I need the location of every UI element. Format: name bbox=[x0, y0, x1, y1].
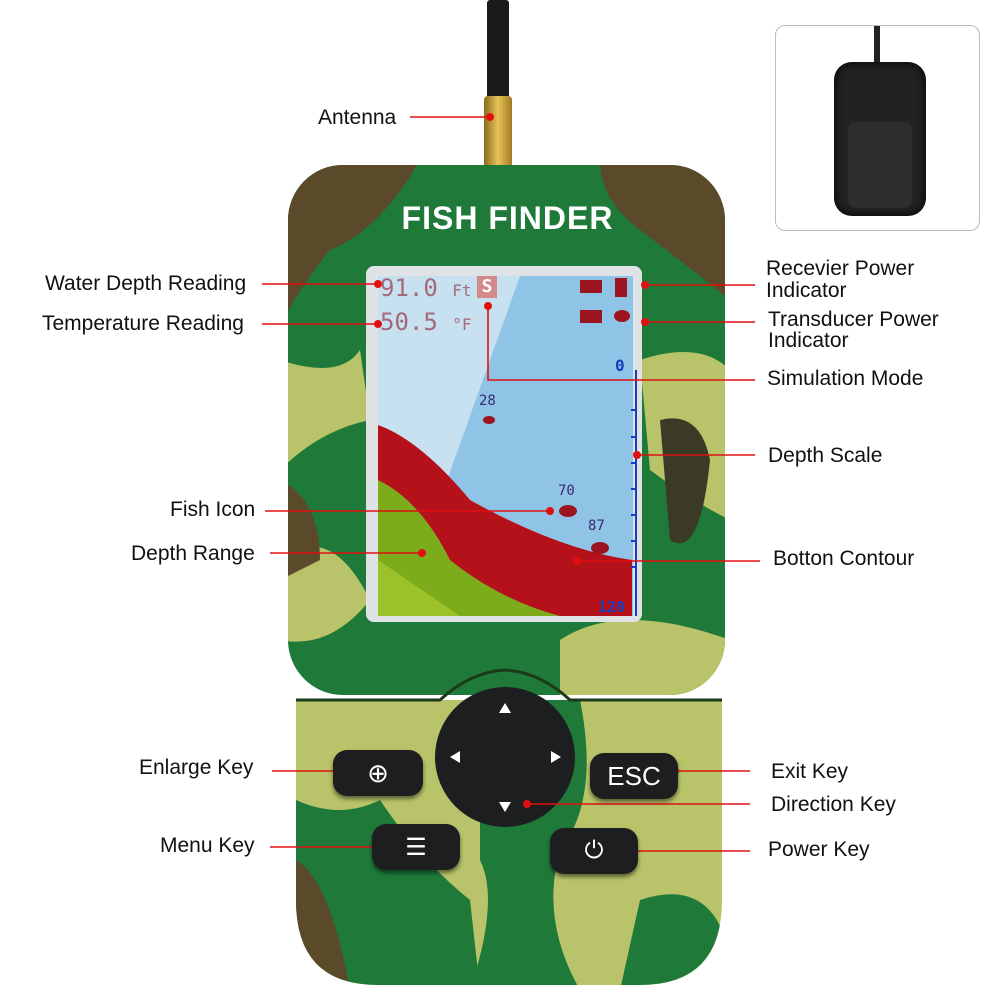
power-icon: ⏻ bbox=[584, 837, 604, 864]
label-temperature: Temperature Reading bbox=[42, 312, 244, 335]
depth-value: 91.0 bbox=[380, 274, 438, 302]
receiver-battery-icon bbox=[580, 280, 602, 293]
device-title: FISH FINDER bbox=[401, 200, 614, 236]
label-simulation: Simulation Mode bbox=[767, 367, 924, 390]
enlarge-key[interactable]: ⊕ bbox=[333, 750, 423, 796]
menu-icon: ☰ bbox=[405, 833, 427, 861]
esc-label: ESC bbox=[607, 760, 661, 791]
label-receiver-line1: Recevier Power bbox=[766, 257, 915, 280]
depth-scale-top: 0 bbox=[615, 356, 625, 375]
receiver-icon bbox=[615, 278, 627, 297]
antenna bbox=[487, 0, 509, 100]
label-receiver-line2: Indicator bbox=[766, 279, 847, 302]
label-transducer-line1: Transducer Power bbox=[768, 308, 939, 331]
right-arrow-icon bbox=[551, 751, 561, 763]
label-fish-icon: Fish Icon bbox=[170, 498, 256, 521]
label-depth-range: Depth Range bbox=[131, 542, 255, 565]
label-exit: Exit Key bbox=[771, 760, 849, 783]
zoom-in-icon: ⊕ bbox=[367, 757, 389, 788]
transducer-icon bbox=[614, 310, 630, 322]
transducer-plate bbox=[848, 122, 912, 208]
transducer-inset bbox=[775, 25, 980, 231]
transducer-battery-icon bbox=[580, 310, 602, 323]
label-direction: Direction Key bbox=[771, 793, 896, 816]
depth-unit: Ft bbox=[452, 281, 472, 300]
depth-scale-bottom: 120 bbox=[598, 598, 626, 616]
transducer-cable bbox=[874, 26, 880, 66]
antenna-connector bbox=[484, 96, 512, 170]
left-arrow-icon bbox=[450, 751, 460, 763]
fish-depth: 70 bbox=[558, 483, 575, 499]
label-antenna: Antenna bbox=[318, 106, 397, 129]
esc-key[interactable]: ESC bbox=[590, 753, 678, 799]
label-water-depth: Water Depth Reading bbox=[45, 272, 247, 295]
label-bottom-contour: Botton Contour bbox=[773, 547, 915, 570]
fish-icon bbox=[483, 416, 495, 424]
down-arrow-icon bbox=[499, 802, 511, 812]
label-depth-scale: Depth Scale bbox=[768, 444, 883, 467]
fish-icons bbox=[483, 416, 609, 554]
label-transducer-line2: Indicator bbox=[768, 329, 849, 352]
fish-icon bbox=[559, 505, 577, 517]
label-menu: Menu Key bbox=[160, 834, 255, 857]
fish-icon bbox=[591, 542, 609, 554]
direction-pad bbox=[435, 687, 575, 827]
fish-depth: 87 bbox=[588, 518, 605, 534]
depth-reading: 91.0 Ft bbox=[380, 274, 472, 302]
label-enlarge: Enlarge Key bbox=[139, 756, 254, 779]
temp-value: 50.5 bbox=[380, 308, 438, 336]
fish-depth: 28 bbox=[479, 393, 496, 409]
simulation-badge: S bbox=[477, 276, 497, 298]
up-arrow-icon bbox=[499, 703, 511, 713]
menu-key[interactable]: ☰ bbox=[372, 824, 460, 870]
temp-unit: °F bbox=[452, 315, 472, 334]
label-power: Power Key bbox=[768, 838, 870, 861]
temperature-reading: 50.5 °F bbox=[380, 308, 472, 336]
power-key[interactable]: ⏻ bbox=[550, 828, 638, 874]
